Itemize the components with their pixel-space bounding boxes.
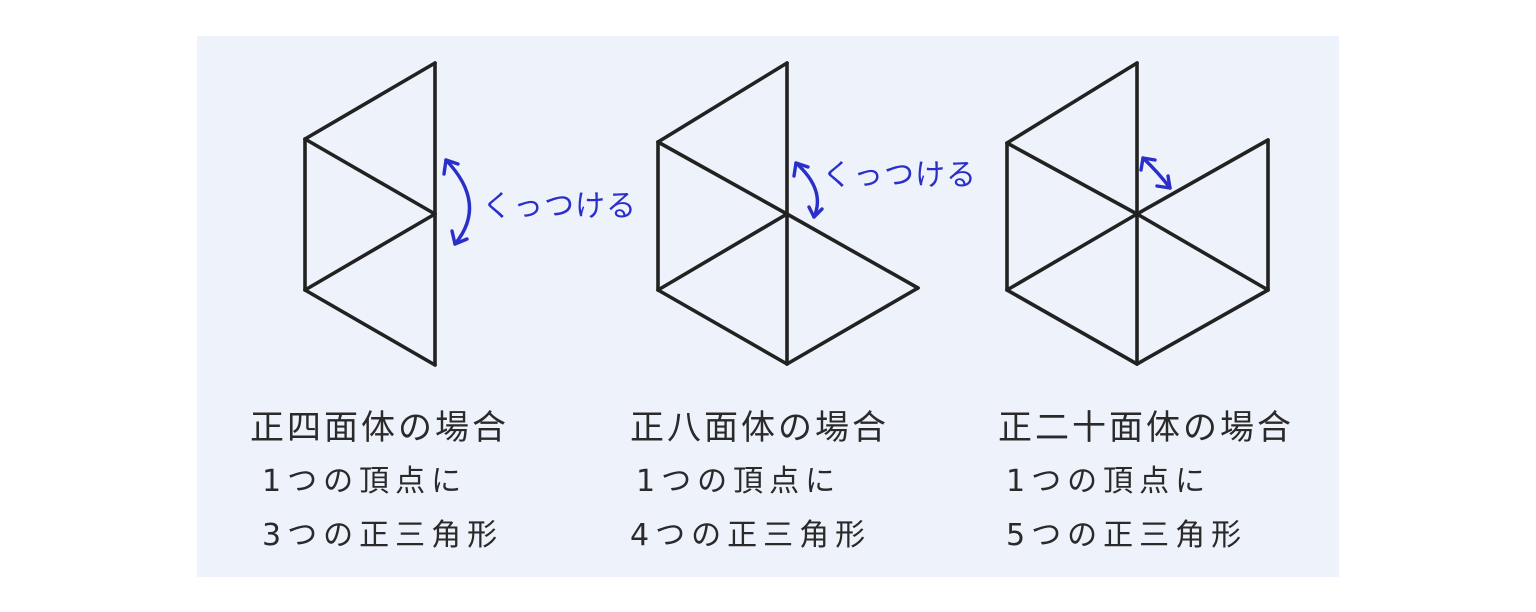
octahedron-net bbox=[656, 61, 920, 366]
case-line1-icosahedron: 1つの頂点に bbox=[1006, 464, 1212, 499]
octa-edge bbox=[656, 140, 789, 216]
case-line2-icosahedron: 5つの正三角形 bbox=[1006, 518, 1248, 553]
icosa-edge bbox=[1005, 61, 1139, 145]
octa-edge bbox=[656, 61, 789, 144]
attach-arrow-3 bbox=[1139, 156, 1172, 190]
case-title-icosahedron: 正二十面体の場合 bbox=[998, 408, 1294, 448]
octa-edge bbox=[656, 288, 789, 366]
tetra-edge bbox=[303, 288, 437, 367]
attach-label-2: くっつける bbox=[822, 158, 977, 193]
octa-edge bbox=[785, 286, 920, 366]
attach-arrow-2 bbox=[792, 161, 824, 219]
case-line1-tetrahedron: 1つの頂点に bbox=[262, 464, 468, 499]
icosa-edge bbox=[1005, 141, 1139, 216]
icosa-edge bbox=[1005, 212, 1139, 292]
attach-label-1: くっつける bbox=[482, 189, 637, 224]
case-title-octahedron: 正八面体の場合 bbox=[630, 408, 889, 448]
case-line1-octahedron: 1つの頂点に bbox=[636, 464, 842, 499]
octa-edge bbox=[785, 212, 920, 290]
octa-edge bbox=[656, 212, 789, 292]
attach-arrow-1 bbox=[442, 158, 472, 246]
tetrahedron-net bbox=[303, 61, 437, 367]
icosa-edge bbox=[1135, 138, 1270, 216]
case-title-tetrahedron: 正四面体の場合 bbox=[250, 408, 509, 448]
case-line2-octahedron: 4つの正三角形 bbox=[630, 518, 872, 553]
icosa-edge bbox=[1135, 288, 1270, 366]
case-line2-tetrahedron: 3つの正三角形 bbox=[262, 518, 504, 553]
icosahedron-net bbox=[1005, 61, 1270, 366]
diagram-panel bbox=[197, 36, 1339, 577]
tetra-edge bbox=[303, 61, 437, 141]
tetra-edge bbox=[303, 212, 437, 292]
tetra-edge bbox=[303, 137, 437, 216]
icosa-edge bbox=[1135, 212, 1270, 292]
icosa-edge bbox=[1005, 288, 1139, 366]
